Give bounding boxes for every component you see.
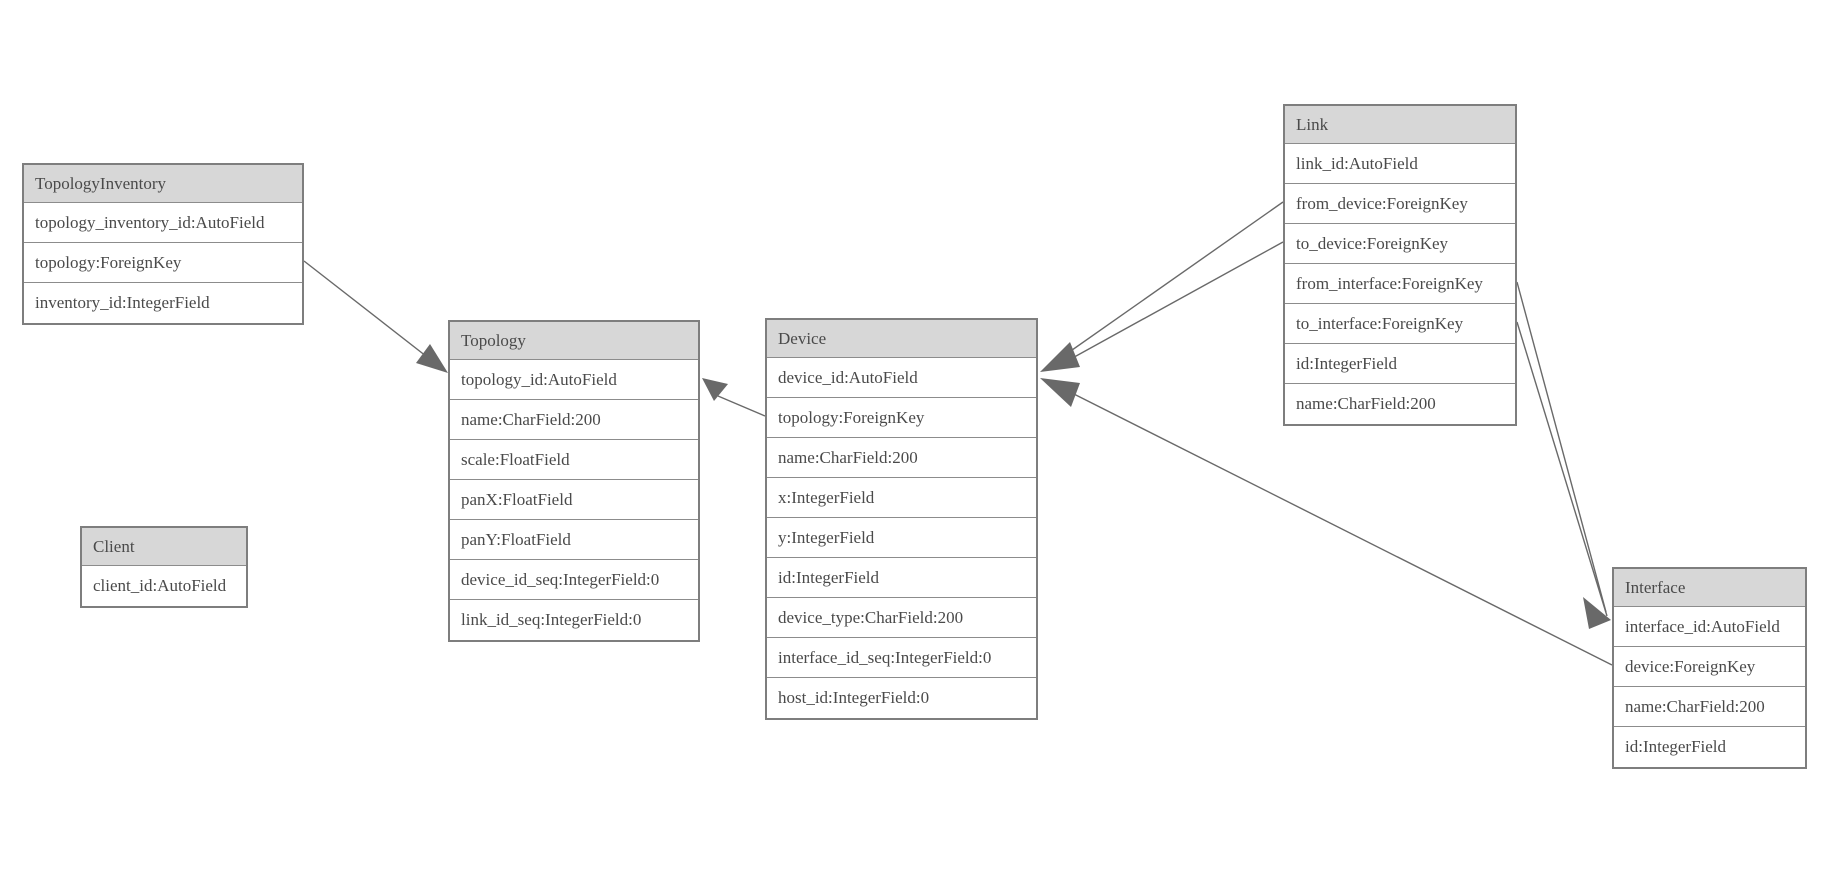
entity-field-topology-1: name:CharField:200 bbox=[450, 400, 698, 440]
entity-field-topology-3: panX:FloatField bbox=[450, 480, 698, 520]
entity-title-topology-inventory: TopologyInventory bbox=[24, 165, 302, 203]
relation-arrowhead-link-to-device-to-device bbox=[1040, 342, 1080, 372]
entity-field-device-8: host_id:IntegerField:0 bbox=[767, 678, 1036, 718]
entity-field-link-2: to_device:ForeignKey bbox=[1285, 224, 1515, 264]
entity-field-device-1: topology:ForeignKey bbox=[767, 398, 1036, 438]
entity-field-device-4: y:IntegerField bbox=[767, 518, 1036, 558]
relation-line-interface-device-to-device bbox=[1059, 386, 1613, 666]
relation-line-topology-inventory-topology-to-topology bbox=[303, 260, 441, 368]
entity-field-topology-6: link_id_seq:IntegerField:0 bbox=[450, 600, 698, 640]
entity-field-topology-5: device_id_seq:IntegerField:0 bbox=[450, 560, 698, 600]
entity-title-link: Link bbox=[1285, 106, 1515, 144]
entity-field-device-0: device_id:AutoField bbox=[767, 358, 1036, 398]
entity-field-link-4: to_interface:ForeignKey bbox=[1285, 304, 1515, 344]
entity-field-link-3: from_interface:ForeignKey bbox=[1285, 264, 1515, 304]
relation-arrowhead-interface-device-to-device bbox=[1040, 378, 1080, 407]
relation-arrowhead-device-topology-to-topology bbox=[702, 378, 728, 401]
relation-arrowhead-link-to-interface-to-interface bbox=[1583, 597, 1611, 629]
entity-field-link-6: name:CharField:200 bbox=[1285, 384, 1515, 424]
entity-field-interface-2: name:CharField:200 bbox=[1614, 687, 1805, 727]
relation-line-link-to-device-to-device bbox=[1057, 241, 1284, 367]
entity-field-device-6: device_type:CharField:200 bbox=[767, 598, 1036, 638]
entity-field-client-0: client_id:AutoField bbox=[82, 566, 246, 606]
entity-field-topology-inventory-0: topology_inventory_id:AutoField bbox=[24, 203, 302, 243]
relation-line-link-from-device-to-device bbox=[1054, 201, 1284, 363]
entity-title-device: Device bbox=[767, 320, 1036, 358]
entity-field-link-0: link_id:AutoField bbox=[1285, 144, 1515, 184]
relation-line-link-from-interface-to-interface bbox=[1516, 281, 1607, 613]
entity-field-device-3: x:IntegerField bbox=[767, 478, 1036, 518]
entity-field-interface-0: interface_id:AutoField bbox=[1614, 607, 1805, 647]
entity-field-topology-inventory-2: inventory_id:IntegerField bbox=[24, 283, 302, 323]
entity-field-link-1: from_device:ForeignKey bbox=[1285, 184, 1515, 224]
relation-line-link-to-interface-to-interface bbox=[1516, 321, 1608, 617]
entity-field-topology-2: scale:FloatField bbox=[450, 440, 698, 480]
entity-field-device-5: id:IntegerField bbox=[767, 558, 1036, 598]
entity-field-link-5: id:IntegerField bbox=[1285, 344, 1515, 384]
entity-field-interface-3: id:IntegerField bbox=[1614, 727, 1805, 767]
entity-field-device-7: interface_id_seq:IntegerField:0 bbox=[767, 638, 1036, 678]
entity-field-topology-inventory-1: topology:ForeignKey bbox=[24, 243, 302, 283]
entity-field-topology-0: topology_id:AutoField bbox=[450, 360, 698, 400]
entity-title-client: Client bbox=[82, 528, 246, 566]
entity-field-device-2: name:CharField:200 bbox=[767, 438, 1036, 478]
entity-title-interface: Interface bbox=[1614, 569, 1805, 607]
relation-arrowhead-topology-inventory-topology-to-topology bbox=[416, 344, 448, 373]
entity-field-topology-4: panY:FloatField bbox=[450, 520, 698, 560]
entity-title-topology: Topology bbox=[450, 322, 698, 360]
relation-line-device-topology-to-topology bbox=[717, 395, 766, 417]
entity-field-interface-1: device:ForeignKey bbox=[1614, 647, 1805, 687]
